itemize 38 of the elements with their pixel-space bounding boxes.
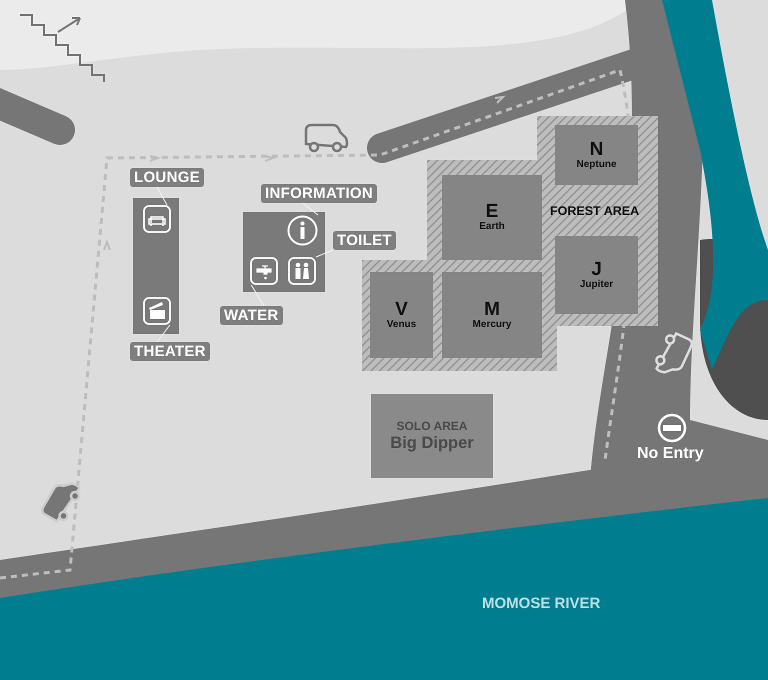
site-name: Mercury (472, 320, 512, 330)
building-block (243, 212, 325, 292)
leader-line (302, 202, 318, 216)
site-name: Neptune (576, 160, 616, 170)
clapperboard-icon (143, 297, 171, 325)
leader-line (250, 284, 264, 306)
site-letter: E (486, 202, 498, 222)
building-block (133, 198, 179, 334)
site-name: Earth (479, 222, 505, 233)
leader-line (156, 186, 168, 206)
campsite-plot (370, 272, 433, 358)
sofa-icon (143, 205, 171, 233)
facility-label: LOUNGE (130, 168, 204, 187)
leader-line (316, 250, 334, 258)
site-letter: M (484, 300, 500, 320)
leader-line (156, 324, 170, 342)
facility-label: THEATER (130, 342, 210, 361)
site-name: Venus (386, 320, 416, 330)
warning-label: No Entry (637, 445, 704, 463)
area-label: SOLO AREA (396, 420, 468, 432)
site-letter: V (395, 300, 408, 320)
site-letter: J (591, 260, 602, 280)
faucet-icon (250, 257, 278, 285)
solo-area-plot (371, 394, 493, 478)
campsite-plot (555, 236, 638, 314)
river-label: MOMOSE RIVER (482, 595, 600, 612)
area-label: FOREST AREA (550, 204, 640, 218)
campsite-plot (555, 125, 638, 185)
info-icon (287, 215, 318, 246)
facility-label: WATER (220, 306, 283, 325)
site-name: Big Dipper (390, 435, 474, 452)
site-name: Jupiter (580, 280, 614, 290)
facility-label: INFORMATION (261, 184, 378, 203)
campsite-plot (442, 272, 542, 358)
site-letter: N (590, 140, 604, 160)
facility-label: TOILET (333, 231, 396, 250)
restroom-icon (288, 257, 316, 285)
campsite-plot (442, 175, 542, 260)
